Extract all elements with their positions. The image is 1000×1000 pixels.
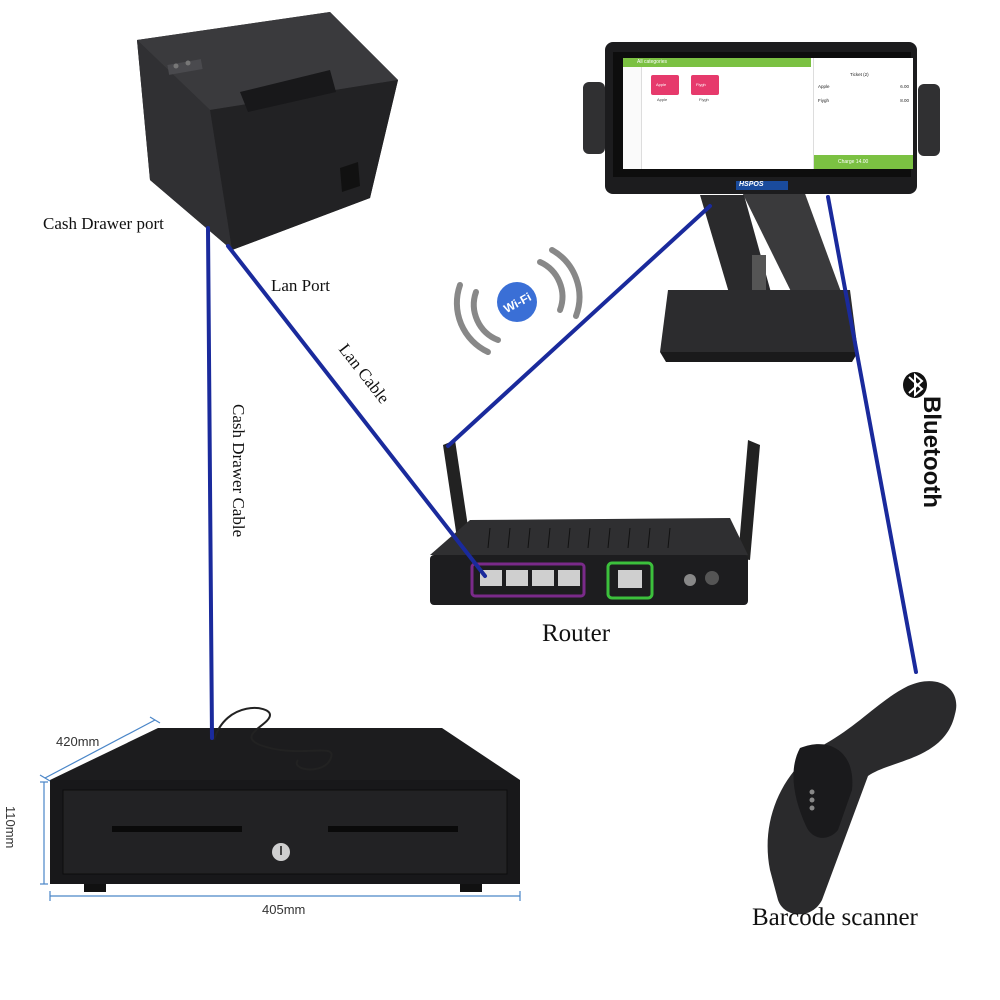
receipt-printer — [137, 12, 398, 250]
pos-ticket-panel: Ticket (2) Apple 6.00 Fiygh 8.00 Charge … — [813, 58, 913, 169]
wifi-link-line — [446, 204, 712, 448]
ticket-item-name: Apple — [818, 84, 830, 89]
cash-drawer — [50, 706, 520, 892]
dimension-height: 110mm — [3, 806, 18, 849]
bluetooth-icon — [903, 372, 927, 398]
cash-drawer-cable-line — [206, 226, 214, 740]
wifi-icon: Wi-Fi — [453, 247, 583, 355]
lan-port-label: Lan Port — [271, 276, 331, 295]
dimension-width: 405mm — [262, 902, 306, 917]
ticket-item-price: 6.00 — [900, 84, 909, 89]
pos-tile-caption: Fiygh — [699, 97, 709, 102]
pos-category-label: All categories — [637, 59, 668, 65]
pos-tile-fiygh[interactable]: Fiygh — [691, 75, 719, 95]
lan-ports-ring — [470, 562, 586, 598]
router-label: Router — [542, 620, 611, 647]
cash-drawer-port-label: Cash Drawer port — [43, 214, 164, 233]
connections — [206, 195, 918, 740]
pos-tile-caption: Apple — [657, 97, 668, 102]
ticket-title: Ticket (2) — [850, 72, 869, 77]
lan-cable-line — [226, 244, 487, 578]
charge-button[interactable]: Charge 14.00 — [814, 155, 913, 169]
pos-sidebar — [623, 67, 642, 169]
ticket-item-name: Fiygh — [818, 98, 830, 103]
barcode-scanner — [767, 681, 957, 915]
pos-screen: All categories Apple Apple Fiygh Fiygh T… — [623, 58, 913, 169]
dimension-lines — [39, 716, 521, 901]
bluetooth-link-line — [826, 195, 918, 674]
pos-topbar: All categories — [623, 58, 811, 67]
pos-tile-apple[interactable]: Apple — [651, 75, 679, 95]
pos-brand-logo: HSPOS — [739, 181, 764, 188]
cash-drawer-cable-label: Cash Drawer Cable — [229, 404, 248, 538]
dimension-depth: 420mm — [56, 734, 100, 749]
internet-port-ring — [606, 561, 654, 600]
router — [430, 440, 760, 605]
bluetooth-label: Bluetooth — [918, 396, 945, 508]
ticket-item-price: 8.00 — [900, 98, 909, 103]
barcode-scanner-label: Barcode scanner — [752, 904, 918, 931]
